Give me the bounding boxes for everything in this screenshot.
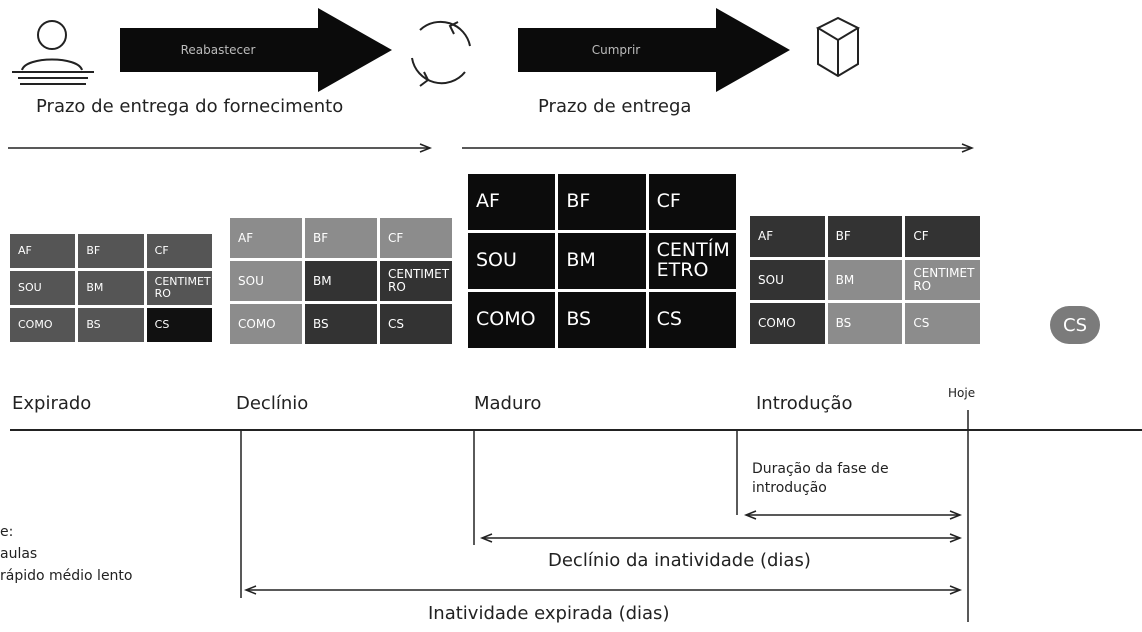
grid-cell: BF	[827, 216, 903, 257]
grid-cell: CS	[146, 308, 212, 342]
expired-inactivity-label: Inatividade expirada (dias)	[428, 603, 670, 624]
segment-grid-expired: AF BF CF SOU BM CENTIMETRO COMO BS CS	[10, 234, 212, 342]
grid-cell: BM	[305, 261, 377, 301]
supply-lead-time-caption: Prazo de entrega do fornecimento	[36, 96, 344, 117]
grid-cell: BS	[305, 304, 377, 344]
cs-badge: CS	[1050, 306, 1100, 344]
grid-cell: CS	[905, 303, 980, 344]
segment-grid-mature: AF BF CF SOU BM CENTÍMETRO COMO BS CS	[468, 174, 736, 348]
grid-cell: BM	[78, 271, 144, 305]
decline-inactivity-label: Declínio da inatividade (dias)	[548, 550, 811, 571]
fulfill-label: Cumprir	[591, 43, 641, 57]
grid-cell: CS	[648, 292, 736, 348]
grid-cell: BF	[78, 234, 144, 268]
grid-cell: BS	[558, 292, 646, 348]
segment-grid-decline: AF BF CF SOU BM CENTIMETRO COMO BS CS	[230, 218, 452, 344]
person-icon	[12, 20, 94, 85]
intro-duration-label: Duração da fase de introdução	[752, 461, 889, 496]
grid-cell: CF	[905, 216, 980, 257]
replenish-label: Reabastecer	[180, 43, 256, 57]
box-icon	[815, 16, 861, 78]
grid-cell: BF	[558, 174, 646, 230]
phase-intro: Introdução	[756, 393, 853, 414]
refresh-icon	[411, 20, 471, 87]
grid-cell: AF	[468, 174, 556, 230]
grid-cell: CS	[380, 304, 452, 344]
grid-cell: COMO	[468, 292, 556, 348]
grid-cell: CENTÍMETRO	[648, 233, 736, 289]
grid-cell: BM	[827, 259, 903, 301]
grid-cell: CENTIMETRO	[380, 261, 452, 301]
grid-cell: BS	[78, 308, 144, 342]
grid-cell: AF	[230, 218, 302, 258]
legend-line-3: rápido médio lento	[0, 568, 133, 584]
grid-cell: SOU	[230, 261, 302, 301]
grid-cell: COMO	[230, 304, 302, 344]
grid-cell: BS	[827, 303, 903, 344]
grid-cell: AF	[750, 216, 825, 257]
grid-cell: BF	[305, 218, 377, 258]
legend-line-2: aulas	[0, 546, 38, 562]
grid-cell: CF	[146, 234, 212, 268]
grid-cell: AF	[10, 234, 76, 268]
grid-cell: CF	[380, 218, 452, 258]
phase-expired: Expirado	[12, 393, 92, 414]
grid-cell: COMO	[10, 308, 76, 342]
grid-cell: BM	[558, 233, 646, 289]
segment-grid-intro: AF BF CF SOU BM CENTIMETRO COMO BS CS	[750, 216, 980, 344]
grid-cell: SOU	[468, 233, 556, 289]
today-label: Hoje	[948, 386, 976, 400]
replenish-arrow	[120, 8, 392, 92]
legend-line-1: e:	[0, 524, 14, 540]
phase-mature: Maduro	[474, 393, 542, 414]
lead-time-caption: Prazo de entrega	[538, 96, 692, 117]
grid-cell: CENTIMETRO	[905, 259, 980, 301]
grid-cell: SOU	[10, 271, 76, 305]
grid-cell: SOU	[750, 259, 825, 301]
phase-decline: Declínio	[236, 393, 309, 414]
grid-cell: CF	[648, 174, 736, 230]
fulfill-arrow	[518, 8, 790, 92]
grid-cell: COMO	[750, 303, 825, 344]
grid-cell: CENTIMETRO	[146, 271, 212, 305]
